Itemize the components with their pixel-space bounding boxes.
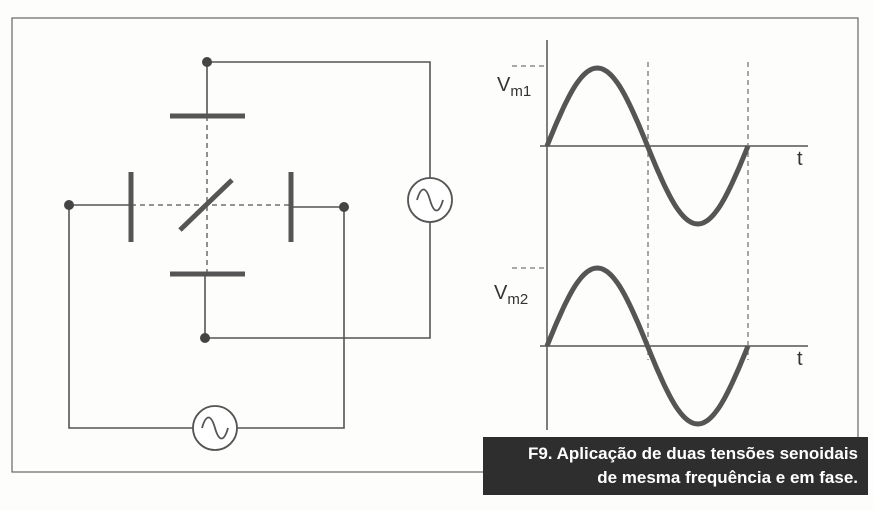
ac-source-icon [407, 177, 453, 223]
plates [128, 113, 294, 277]
graph-guides [512, 62, 749, 360]
figure-caption: F9. Aplicação de duas tensões senoidais … [483, 437, 868, 495]
graph-axes [540, 40, 808, 430]
wires [68, 61, 431, 429]
sine-wave-1 [544, 65, 751, 227]
caption-line-2: de mesma frequência e em fase. [597, 468, 858, 487]
t-axis-label-2: t [797, 348, 803, 370]
caption-line-1: F9. Aplicação de duas tensões senoidais [527, 444, 858, 463]
frame [11, 17, 859, 473]
vm2-label: Vm2 [494, 282, 529, 308]
sine-wave-2 [544, 265, 751, 427]
t-axis-label-1: t [797, 148, 803, 170]
plate-axes [131, 116, 291, 274]
nodes [64, 57, 349, 343]
ac-source-icon [192, 405, 238, 451]
vm1-label: Vm1 [497, 74, 532, 100]
diagonal-plate [178, 178, 234, 232]
